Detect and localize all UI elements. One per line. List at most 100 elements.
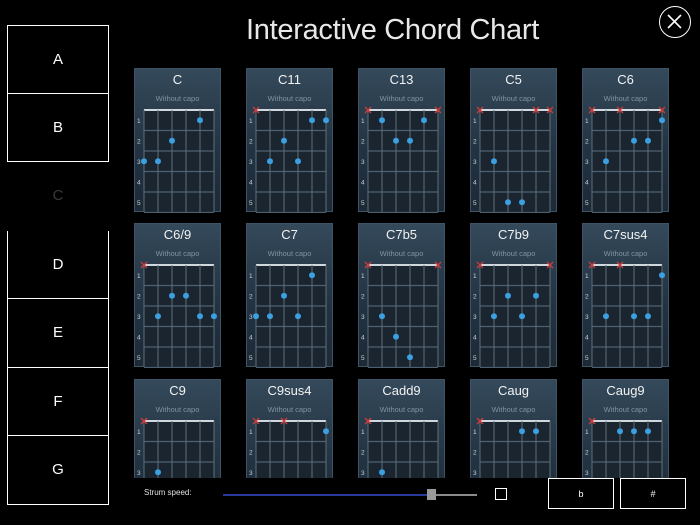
muted-string-marker xyxy=(532,106,540,114)
note-button-e[interactable]: E xyxy=(7,299,109,368)
muted-string-marker xyxy=(546,106,554,114)
close-button[interactable] xyxy=(659,6,691,38)
finger-dot xyxy=(379,117,385,124)
note-button-c[interactable]: C xyxy=(7,162,109,231)
flat-button[interactable]: b xyxy=(548,478,614,509)
fret-number: 1 xyxy=(361,273,365,280)
finger-dot xyxy=(421,117,427,124)
fret-number: 5 xyxy=(361,355,365,362)
finger-dot xyxy=(155,158,161,165)
strum-checkbox[interactable] xyxy=(495,488,507,500)
fret-number: 2 xyxy=(361,293,365,300)
strum-speed-slider[interactable] xyxy=(223,489,477,501)
chord-name: C7b9 xyxy=(497,227,530,242)
note-button-d[interactable]: D xyxy=(7,230,109,299)
finger-dot xyxy=(407,354,413,361)
fret-number: 2 xyxy=(473,449,477,456)
fret-number: 5 xyxy=(137,355,141,362)
fret-number: 1 xyxy=(137,118,141,125)
finger-dot xyxy=(169,137,175,144)
chord-name: C7sus4 xyxy=(603,227,648,242)
fret-number: 3 xyxy=(473,159,477,166)
fret-number: 3 xyxy=(249,159,253,166)
finger-dot xyxy=(645,428,651,435)
capo-label: Without capo xyxy=(603,249,648,258)
capo-label: Without capo xyxy=(603,405,648,414)
fret-number: 4 xyxy=(249,334,253,341)
capo-label: Without capo xyxy=(491,405,536,414)
fret-number: 3 xyxy=(249,470,253,477)
fret-number: 2 xyxy=(585,138,589,145)
finger-dot xyxy=(631,428,637,435)
fret-number: 2 xyxy=(249,293,253,300)
note-button-a[interactable]: A xyxy=(7,25,109,94)
slider-fill xyxy=(223,494,432,496)
fret-number: 2 xyxy=(137,293,141,300)
chord-name: C11 xyxy=(278,72,301,87)
fret-number: 1 xyxy=(361,429,365,436)
muted-string-marker xyxy=(280,417,288,425)
finger-dot xyxy=(155,313,161,320)
finger-dot xyxy=(519,199,525,206)
finger-dot xyxy=(323,428,329,435)
finger-dot xyxy=(211,313,217,320)
fret-number: 2 xyxy=(137,449,141,456)
fret-number: 3 xyxy=(473,470,477,477)
fret-number: 1 xyxy=(585,273,589,280)
muted-string-marker xyxy=(616,106,624,114)
sharp-button[interactable]: # xyxy=(620,478,686,509)
muted-string-marker xyxy=(140,261,148,269)
muted-string-marker xyxy=(658,106,666,114)
note-button-f[interactable]: F xyxy=(7,367,109,436)
finger-dot xyxy=(505,292,511,299)
capo-label: Without capo xyxy=(379,94,424,103)
finger-dot xyxy=(617,428,623,435)
note-button-b[interactable]: B xyxy=(7,93,109,162)
fret-number: 4 xyxy=(473,334,477,341)
chord-name: Caug9 xyxy=(606,383,645,398)
capo-label: Without capo xyxy=(491,249,536,258)
finger-dot xyxy=(281,137,287,144)
fret-number: 1 xyxy=(249,429,253,436)
fret-number: 1 xyxy=(473,429,477,436)
finger-dot xyxy=(533,428,539,435)
fret-number: 1 xyxy=(361,118,365,125)
finger-dot xyxy=(253,313,259,320)
finger-dot xyxy=(281,292,287,299)
finger-dot xyxy=(659,117,665,124)
finger-dot xyxy=(491,313,497,320)
capo-label: Without capo xyxy=(267,405,312,414)
fret-number: 2 xyxy=(473,293,477,300)
finger-dot xyxy=(295,313,301,320)
finger-dot xyxy=(155,469,161,476)
chord-name: C6/9 xyxy=(163,227,192,242)
fret-number: 3 xyxy=(361,470,365,477)
fret-number: 5 xyxy=(361,200,365,207)
note-button-g[interactable]: G xyxy=(7,436,109,505)
slider-thumb[interactable] xyxy=(427,489,437,500)
capo-label: Without capo xyxy=(267,249,312,258)
fret-number: 5 xyxy=(585,355,589,362)
